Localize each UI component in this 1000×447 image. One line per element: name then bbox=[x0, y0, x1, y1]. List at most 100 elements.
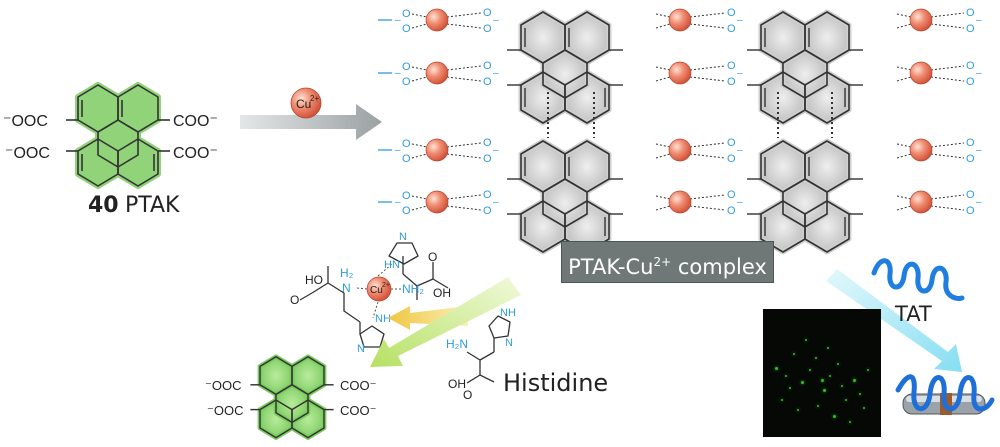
fluorescent-spot bbox=[789, 387, 791, 389]
released-carboxylate-bottom-left: ⁻OOC bbox=[207, 403, 243, 418]
polymer-cu-ion bbox=[909, 138, 933, 162]
carboxylate-charge: – bbox=[976, 145, 982, 156]
free-his-h2n: H₂N bbox=[446, 337, 468, 351]
carboxylate-oxygen: O bbox=[966, 205, 975, 217]
cu-addition-arrow bbox=[240, 104, 382, 140]
fluorescent-spot bbox=[797, 409, 799, 411]
tat-nanofiber-icon bbox=[895, 374, 995, 415]
carboxylate-charge: – bbox=[737, 68, 743, 79]
cu-ion-reagent: Cu 2+ bbox=[290, 87, 322, 119]
carboxylate-oxygen: O bbox=[402, 76, 411, 88]
carboxylate-charge: – bbox=[976, 15, 982, 26]
carboxylate-oxygen: O bbox=[402, 153, 411, 165]
fluorescent-spot bbox=[793, 353, 795, 355]
carboxylate-oxygen: O bbox=[483, 60, 492, 72]
free-his-n: N bbox=[505, 337, 513, 349]
fluorescent-spot bbox=[837, 363, 839, 365]
carboxylate-oxygen: O bbox=[483, 137, 492, 149]
fluorescent-spot bbox=[853, 379, 856, 382]
carboxylate-oxygen: O bbox=[727, 153, 736, 165]
histidine-label: Histidine bbox=[503, 369, 609, 397]
fluorescent-spot bbox=[809, 369, 811, 371]
fluorescent-spot bbox=[781, 399, 783, 401]
carboxylate-oxygen: O bbox=[727, 137, 736, 149]
carboxylate-charge: – bbox=[395, 68, 401, 79]
free-histidine: H₂N OH O NH N bbox=[446, 307, 516, 402]
carboxylate-oxygen: O bbox=[402, 190, 411, 202]
released-carboxylate-top-right: COO⁻ bbox=[340, 378, 376, 393]
his-complex-cu-symbol: Cu bbox=[370, 285, 383, 296]
carboxylate-charge: – bbox=[737, 145, 743, 156]
polymer-cu-ion bbox=[425, 61, 449, 85]
polymer-cu-ion bbox=[668, 61, 692, 85]
free-his-nh: NH bbox=[500, 307, 516, 319]
fluorescent-spot bbox=[841, 385, 843, 387]
his-complex-cu-charge: 2+ bbox=[382, 282, 390, 289]
carboxylate-charge: – bbox=[976, 197, 982, 208]
fluorescent-spot bbox=[821, 379, 824, 382]
fluorescent-spot bbox=[817, 405, 819, 407]
his-atom-nh: NH bbox=[375, 313, 391, 325]
his-atom-n-ring1: N bbox=[399, 231, 407, 243]
fluorescent-spot bbox=[833, 415, 836, 418]
polymer-cu-ion bbox=[425, 190, 449, 214]
his-complex-cu-ion bbox=[366, 276, 392, 302]
carboxylate-charge: – bbox=[737, 197, 743, 208]
his-atom-h2: H₂ bbox=[340, 266, 354, 280]
his-atom-o2: O bbox=[428, 250, 437, 264]
complex-label-charge: 2+ bbox=[653, 255, 672, 269]
compound-name: PTAK bbox=[125, 193, 180, 218]
carboxylate-charge: – bbox=[493, 145, 499, 156]
fluorescent-spot bbox=[849, 421, 851, 423]
ptak-carboxylate-bottom-left: ⁻OOC bbox=[5, 145, 50, 162]
his-atom-n: N bbox=[342, 281, 351, 295]
fluorescent-spot bbox=[859, 393, 861, 395]
his-atom-ho: HO bbox=[305, 273, 323, 287]
carboxylate-oxygen: O bbox=[727, 189, 736, 201]
ptak-carboxylate-bottom-right: COO⁻ bbox=[173, 145, 218, 162]
fluorescent-spot bbox=[823, 389, 826, 392]
carboxylate-oxygen: O bbox=[727, 60, 736, 72]
ptak-molecule bbox=[66, 82, 170, 189]
polymer-cu-ion bbox=[909, 61, 933, 85]
polymer-cu-ion bbox=[425, 8, 449, 32]
histidine-cu-complex: Cu 2+ HO O H₂ N NH₂ OH O HN NH N N bbox=[290, 231, 451, 355]
polymer-cu-ion bbox=[909, 8, 933, 32]
carboxylate-oxygen: O bbox=[966, 189, 975, 201]
released-carboxylate-bottom-right: COO⁻ bbox=[340, 403, 376, 418]
fluorescent-spot bbox=[801, 381, 804, 384]
carboxylate-oxygen: O bbox=[966, 137, 975, 149]
released-ptak-molecule bbox=[250, 354, 334, 441]
fluorescent-spot bbox=[815, 357, 817, 359]
carboxylate-charge: – bbox=[395, 145, 401, 156]
carboxylate-oxygen: O bbox=[727, 205, 736, 217]
polymer-cu-ion bbox=[668, 8, 692, 32]
tat-peptide-squiggle bbox=[871, 258, 965, 301]
complex-label-box: PTAK-Cu2+ complex bbox=[561, 241, 774, 283]
complex-label-main: PTAK-Cu bbox=[568, 255, 654, 279]
fluorescent-spot bbox=[829, 375, 831, 377]
ptak-cu-polymer: OO–OO–OO–OO–OO–OO–OO–OO–OO–OO–OO–OO–OO–O… bbox=[378, 7, 982, 255]
fluorescent-spot bbox=[775, 367, 778, 370]
tat-addition-arrow bbox=[826, 269, 962, 372]
carboxylate-oxygen: O bbox=[483, 23, 492, 35]
free-his-oh: OH bbox=[448, 377, 466, 391]
carboxylate-oxygen: O bbox=[483, 76, 492, 88]
polymer-perylene-unit bbox=[747, 9, 863, 126]
release-arrow bbox=[370, 277, 521, 367]
ptak-carboxylate-top-left: ⁻OOC bbox=[3, 113, 48, 130]
carboxylate-charge: – bbox=[737, 15, 743, 26]
fluorescent-spot bbox=[867, 369, 869, 371]
released-carboxylate-top-left: ⁻OOC bbox=[205, 378, 241, 393]
his-atom-nh2: NH₂ bbox=[402, 282, 424, 296]
polymer-cu-ion bbox=[668, 190, 692, 214]
carboxylate-oxygen: O bbox=[402, 205, 411, 217]
his-atom-oh: OH bbox=[433, 286, 451, 300]
carboxylate-oxygen: O bbox=[966, 76, 975, 88]
compound-number: 40 bbox=[88, 193, 119, 218]
fluorescent-spot bbox=[805, 339, 807, 341]
his-atom-n-ring2: N bbox=[357, 343, 365, 355]
his-atom-hn: HN bbox=[384, 259, 400, 271]
carboxylate-oxygen: O bbox=[727, 76, 736, 88]
